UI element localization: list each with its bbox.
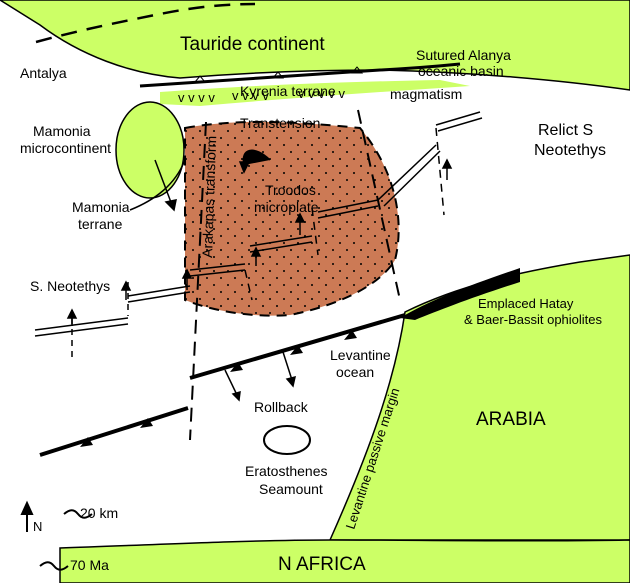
suture-teeth (193, 66, 364, 83)
label-troodos-line1: Troodos (265, 182, 316, 198)
label-relict-line2: Neotethys (534, 142, 606, 159)
label-scale: 20 km (80, 505, 118, 521)
north-arrow (20, 500, 34, 532)
label-n-africa: N AFRICA (278, 554, 366, 575)
svg-text:v v v v v: v v v v v (298, 86, 345, 101)
tauride-continent-landmass (0, 0, 630, 91)
levantine-subduction-zone (39, 313, 406, 457)
label-levantine-line1: Levantine (330, 347, 391, 363)
label-mamonia-micro-line1: Mamonia (33, 123, 91, 139)
label-mamonia-terrane-line1: Mamonia (72, 199, 130, 215)
dashed-suture-line (35, 2, 256, 44)
label-relict-line1: Relict S (538, 122, 593, 139)
magmatism-v-symbols: v v v v v v v v v v v v v (178, 86, 345, 105)
hatay-baer-bassit-ophiolite (400, 268, 520, 320)
label-magmatism: magmatism (390, 86, 462, 102)
label-age: 70 Ma (70, 557, 109, 573)
label-mamonia-terrane-line2: terrane (78, 216, 123, 232)
eratosthenes-seamount (263, 425, 311, 455)
svg-text:v v v v: v v v v (178, 90, 215, 105)
label-tauride: Tauride continent (180, 34, 325, 55)
label-eratosthenes-line1: Eratosthenes (245, 463, 328, 479)
label-arakapas: Arakapas transform (199, 135, 219, 258)
motion-arrows (66, 149, 453, 326)
rollback-arrows (224, 351, 296, 402)
label-eratosthenes-line2: Seamount (259, 481, 323, 497)
n-africa-landmass (59, 539, 630, 583)
label-arabia: ARABIA (476, 409, 546, 430)
transform-faults (71, 109, 445, 441)
label-antalya: Antalya (20, 65, 67, 81)
mamonia-terrane-leader (129, 159, 186, 211)
troodos-microplate-dots (185, 121, 399, 316)
mamonia-microcontinent (115, 101, 185, 199)
label-transtension: Transtension (240, 115, 320, 131)
scale-tilde-2 (39, 561, 69, 571)
label-sutured-line2: oceanic basin (418, 63, 504, 79)
scale-tilde-1 (63, 509, 93, 519)
spreading-ridges (34, 111, 483, 337)
label-levantine-line2: ocean (336, 364, 374, 380)
label-troodos-line2: microplate (254, 199, 319, 215)
label-hatay-line2: & Baer-Bassit ophiolites (464, 312, 603, 327)
label-hatay-line1: Emplaced Hatay (478, 296, 574, 311)
label-north: N (33, 519, 42, 534)
kyrenia-terrane-strip (160, 80, 470, 106)
label-mamonia-micro-line2: microcontinent (20, 140, 111, 156)
label-kyrenia: Kyrenia terrane (240, 83, 336, 99)
label-rollback: Rollback (254, 399, 309, 415)
svg-text:v v v v: v v v v (232, 88, 269, 103)
label-sutured-line1: Sutured Alanya (416, 47, 511, 63)
label-s-neotethys: S. Neotethys (30, 278, 110, 294)
